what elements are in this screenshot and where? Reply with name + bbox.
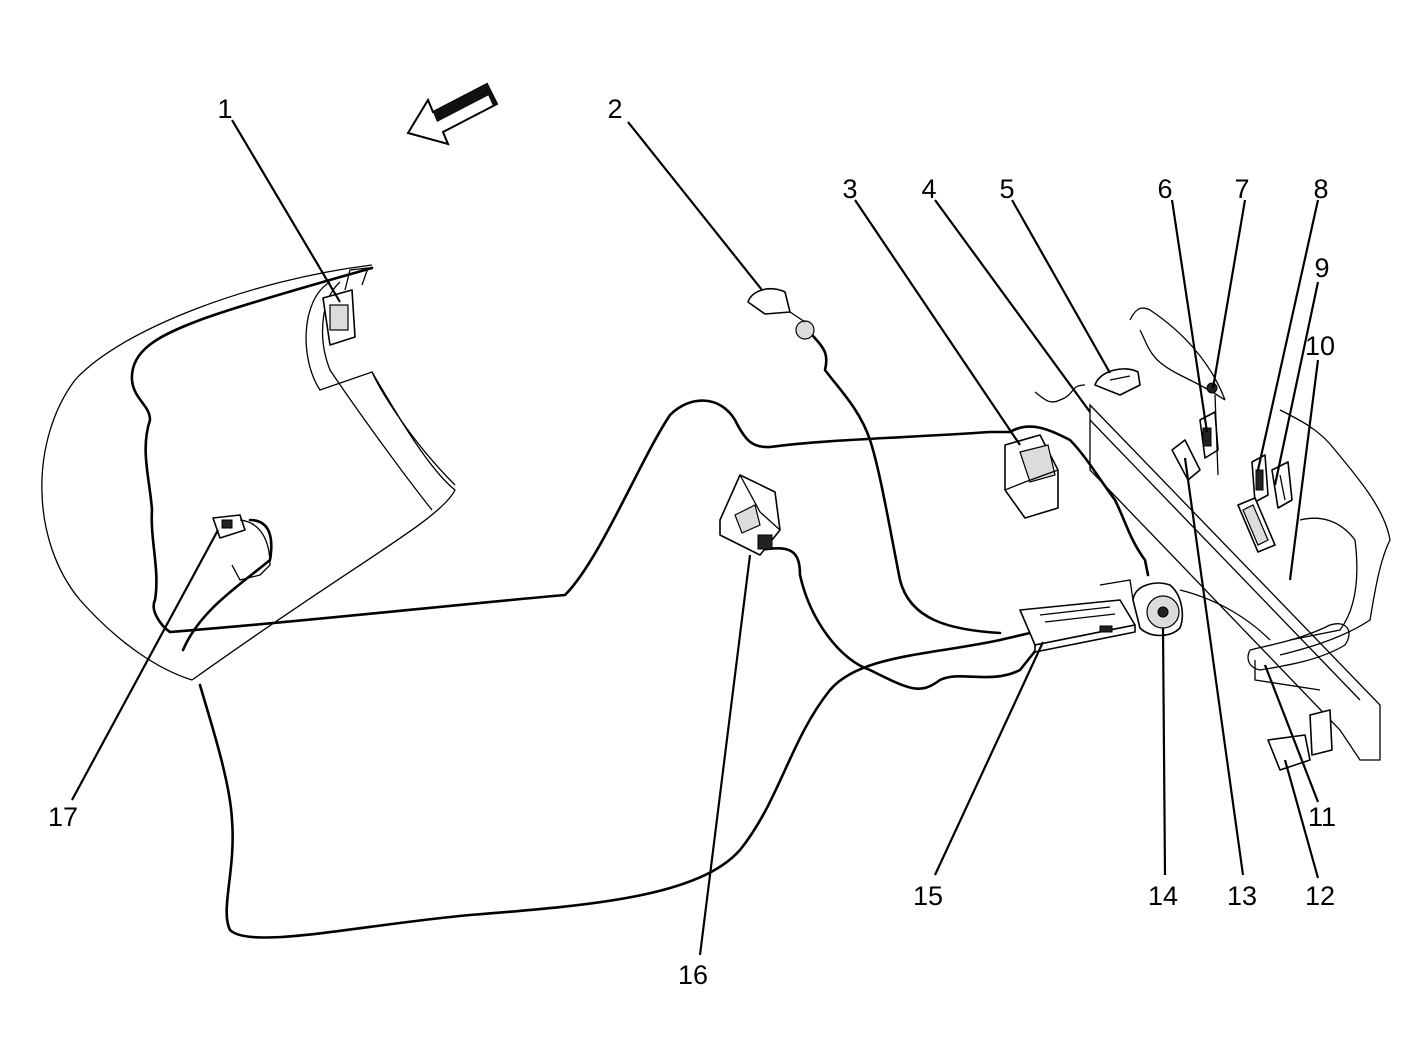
callout-12: 12 [1305, 881, 1335, 911]
wiring-harness [130, 266, 1150, 939]
callout-14: 14 [1148, 881, 1178, 911]
leader-lines [71, 119, 1320, 956]
callout-3: 3 [842, 174, 857, 204]
callout-13: 13 [1227, 881, 1257, 911]
part-1-module [322, 267, 369, 346]
part-12-bracket [1267, 709, 1333, 771]
callout-5: 5 [999, 174, 1014, 204]
callout-15: 15 [913, 881, 943, 911]
part-3-module [1004, 434, 1059, 519]
callout-8: 8 [1313, 174, 1328, 204]
callout-1: 1 [217, 94, 232, 124]
part-16-radio-module [719, 474, 781, 556]
part-2-antenna [747, 288, 815, 340]
part-5-bracket [1094, 368, 1141, 396]
callout-4: 4 [921, 174, 936, 204]
part-17-clip [212, 514, 271, 581]
part-10-trim [1237, 497, 1276, 553]
callout-16: 16 [678, 960, 708, 990]
callout-7: 7 [1234, 174, 1249, 204]
body-panel-outline [41, 264, 456, 681]
callout-9: 9 [1314, 253, 1329, 283]
part-14-speaker [1099, 579, 1184, 637]
callout-2: 2 [607, 94, 622, 124]
part-15-amplifier [1019, 599, 1136, 653]
rear-body-panel [1089, 307, 1391, 761]
callout-labels: 1 2 3 4 5 6 7 8 9 10 11 12 13 14 15 16 1… [48, 94, 1336, 990]
callout-6: 6 [1157, 174, 1172, 204]
front-direction-arrow-icon [406, 82, 499, 146]
callout-10: 10 [1305, 331, 1335, 361]
callout-11: 11 [1308, 802, 1336, 832]
callout-17: 17 [48, 802, 78, 832]
